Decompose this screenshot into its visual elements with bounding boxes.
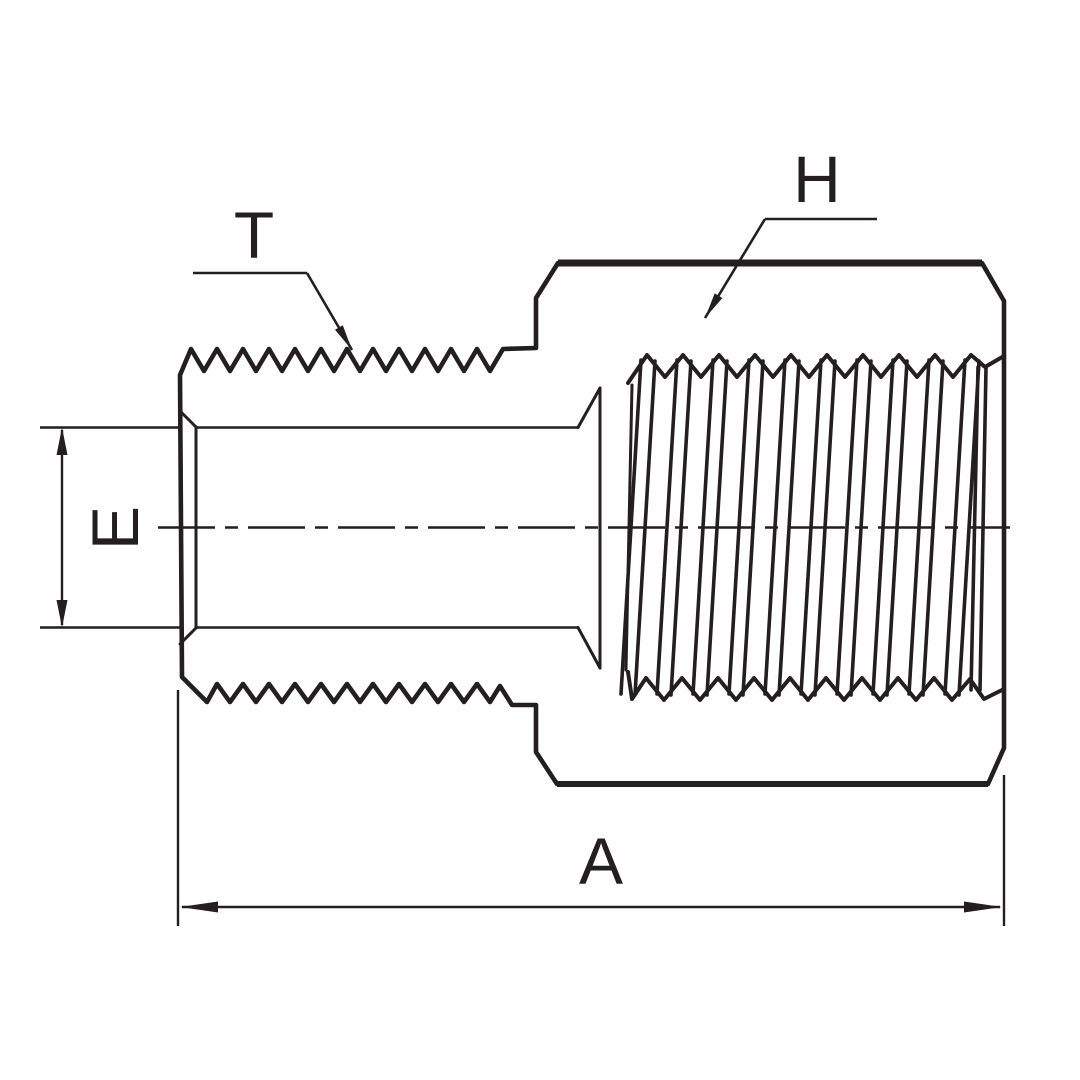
h-leader-arrowhead: [705, 293, 723, 318]
leader-h: H: [703, 142, 877, 319]
counterbore-cone-top: [576, 386, 602, 429]
e-arrowhead-down: [56, 600, 68, 628]
female-thread-crest-bottom: [626, 670, 1006, 702]
a-arrowhead-right: [964, 901, 1002, 913]
leader-t: T: [193, 198, 354, 351]
a-arrowhead-left: [180, 901, 218, 913]
label-h: H: [793, 142, 841, 216]
e-arrowhead-up: [56, 427, 68, 455]
t-leader-arrowhead: [335, 325, 352, 350]
chamfer-bottom-edge: [178, 626, 198, 646]
label-a: A: [579, 824, 623, 898]
part-outline: [177, 259, 1007, 787]
chamfer-top-edge: [178, 409, 198, 429]
fitting-silhouette: [177, 260, 1007, 787]
counterbore-cone-bottom: [576, 626, 602, 670]
dimension-e: E: [40, 426, 180, 629]
label-e: E: [78, 506, 152, 550]
label-t: T: [234, 198, 274, 272]
dimension-a: A: [176, 690, 1006, 926]
bore-lines: [196, 426, 578, 629]
